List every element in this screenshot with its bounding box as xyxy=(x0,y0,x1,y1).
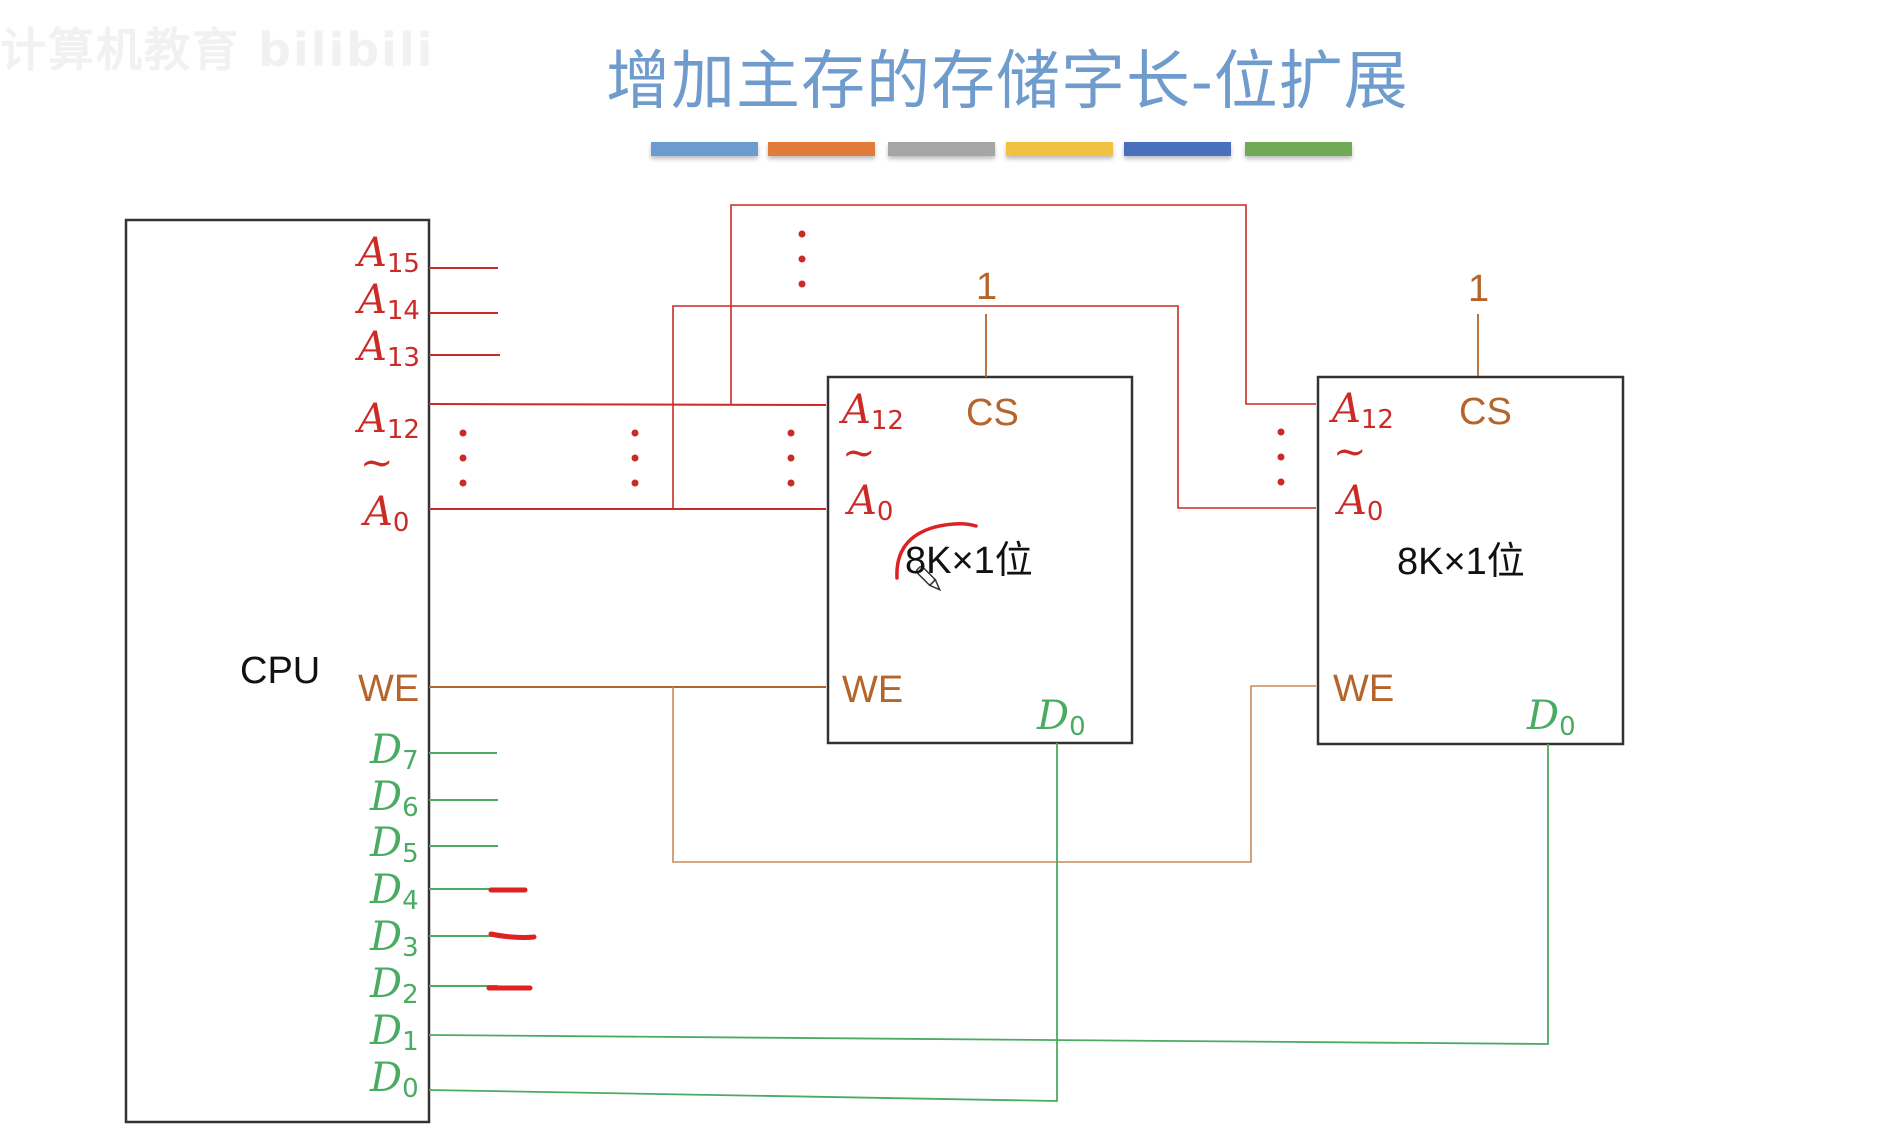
chip-2-pin-a12: A12 xyxy=(1332,386,1394,435)
chip-1-range-symbol: ~ xyxy=(842,430,876,476)
slide-title: 增加主存的存储字长-位扩展 xyxy=(606,45,1409,119)
cpu-pin-d2: D2 xyxy=(370,961,419,1010)
cpu-pin-d1: D1 xyxy=(370,1008,419,1057)
wire-we-to-chip2 xyxy=(672,685,1316,863)
cpu-range-symbol: ~ xyxy=(360,440,394,486)
chip-2-pin-cs: CS xyxy=(1459,391,1512,433)
color-bar-1 xyxy=(651,142,758,156)
color-bar-5 xyxy=(1124,142,1231,156)
color-bar-3 xyxy=(888,142,995,156)
chip-1-cs-value: 1 xyxy=(976,266,998,308)
ellipsis-dot xyxy=(798,255,806,263)
ellipsis-dot xyxy=(631,429,639,437)
ellipsis-dot xyxy=(798,280,806,288)
cpu-label: CPU xyxy=(240,650,321,692)
chip-1-pin-a0: A0 xyxy=(848,478,894,527)
cpu-pin-a12: A12 xyxy=(358,396,420,445)
ellipsis-dot xyxy=(631,454,639,462)
cpu-pin-d6: D6 xyxy=(370,774,419,823)
ellipsis-dot xyxy=(1277,478,1285,486)
chip-1-pin-d0: D0 xyxy=(1037,693,1086,742)
ellipsis-dot xyxy=(787,479,795,487)
watermark: 计算机教育 bilibili xyxy=(0,23,435,77)
wire-a0-to-chip2 xyxy=(672,305,1316,509)
chip-1-pin-cs: CS xyxy=(966,392,1019,434)
cpu-pin-a14: A14 xyxy=(358,277,420,326)
cpu-pin-d5: D5 xyxy=(370,820,419,869)
ellipsis-dot xyxy=(1277,453,1285,461)
cpu-box xyxy=(124,218,431,1124)
ellipsis-dot xyxy=(787,454,795,462)
wire-d1-to-chip2 xyxy=(428,744,1549,1045)
chip-1-pin-we: WE xyxy=(842,669,904,711)
chip-1-box xyxy=(826,375,1134,745)
pen-cursor-icon xyxy=(915,565,942,592)
color-bar-2 xyxy=(768,142,875,156)
cpu-pin-d4: D4 xyxy=(370,867,419,916)
chip-2-range-symbol: ~ xyxy=(1333,429,1367,475)
ellipsis-dot xyxy=(459,454,467,462)
wire-a12-to-chip2 xyxy=(730,204,1316,405)
ellipsis-dot xyxy=(459,479,467,487)
cpu-pin-a15: A15 xyxy=(358,230,420,279)
color-bar-6 xyxy=(1245,142,1352,156)
cpu-pin-a13: A13 xyxy=(358,324,420,373)
chip-2-pin-a0: A0 xyxy=(1338,478,1384,527)
ellipsis-dot xyxy=(631,479,639,487)
chip-1-pin-a12: A12 xyxy=(842,387,904,436)
ellipsis-dot xyxy=(787,429,795,437)
annotation-mark-d3 xyxy=(488,931,537,940)
chip-2-box xyxy=(1316,375,1625,746)
cpu-pin-d0: D0 xyxy=(370,1055,419,1104)
ellipsis-dot xyxy=(1277,428,1285,436)
chip-2-pin-we: WE xyxy=(1333,668,1395,710)
ellipsis-dot xyxy=(459,429,467,437)
color-bar-4 xyxy=(1006,142,1113,156)
chip-2-capacity: 8K×1位 xyxy=(1397,541,1525,583)
ellipsis-dot xyxy=(798,230,806,238)
annotation-arc xyxy=(895,522,978,580)
cpu-pin-d3: D3 xyxy=(370,914,419,963)
chip-2-pin-d0: D0 xyxy=(1527,693,1576,742)
chip-2-cs-value: 1 xyxy=(1468,268,1490,310)
chip-1-capacity: 8K×1位 xyxy=(905,540,1033,582)
wire-a12-bus xyxy=(428,403,827,406)
cpu-pin-we: WE xyxy=(358,668,420,710)
cpu-pin-a0: A0 xyxy=(364,489,410,538)
wire-d0-to-chip1 xyxy=(428,743,1058,1102)
cpu-pin-d7: D7 xyxy=(370,727,419,776)
